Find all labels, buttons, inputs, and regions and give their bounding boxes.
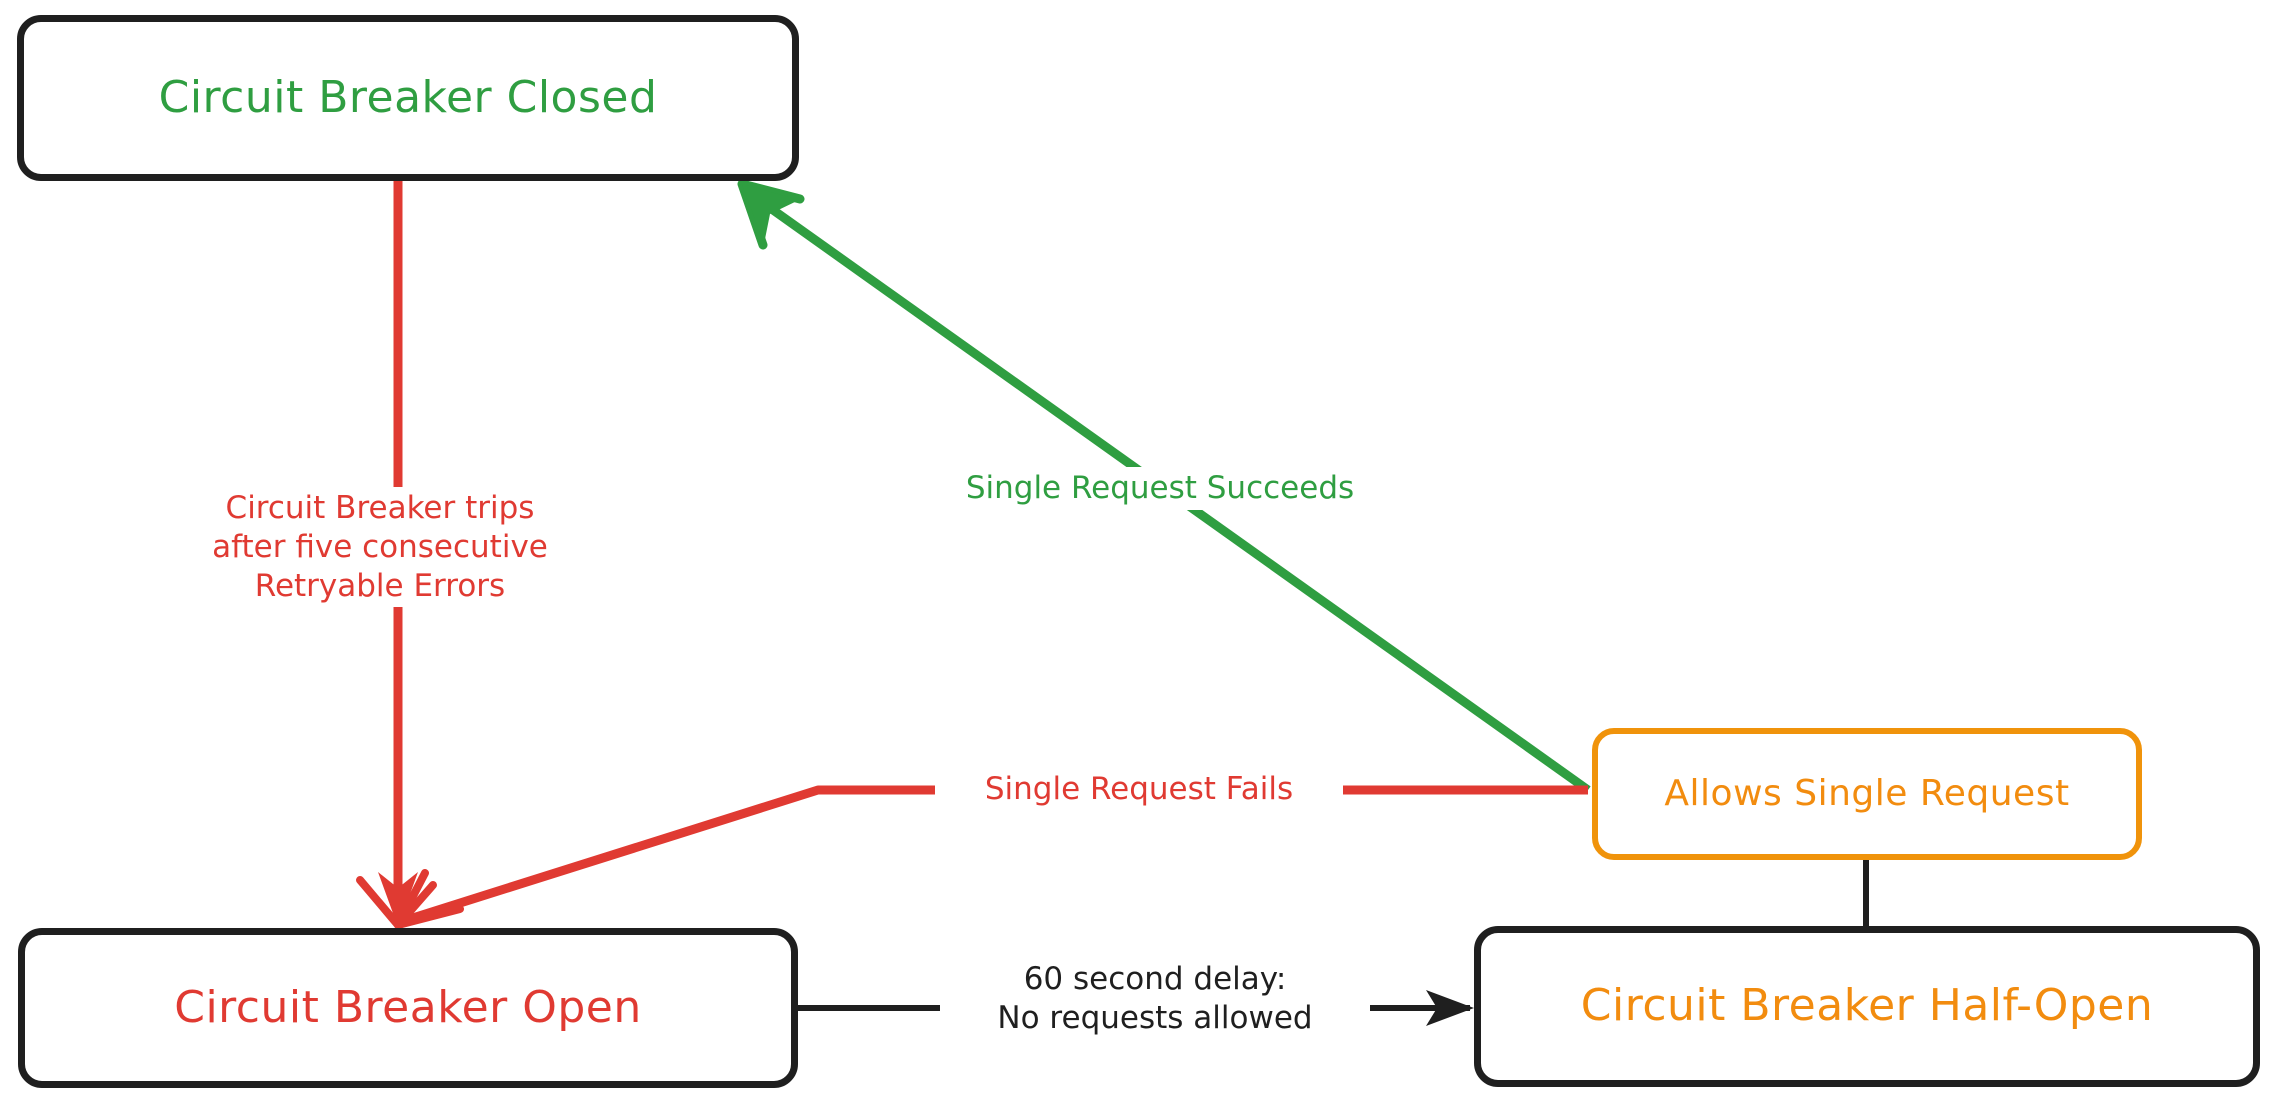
edge-label-single-request-fails: Single Request Fails <box>935 768 1343 811</box>
edge-label-sixty-second-delay: 60 second delay: No requests allowed <box>940 958 1370 1040</box>
node-circuit-breaker-open[interactable]: Circuit Breaker Open <box>18 928 798 1088</box>
node-label-circuit-breaker-open: Circuit Breaker Open <box>174 981 642 1033</box>
node-circuit-breaker-closed[interactable]: Circuit Breaker Closed <box>17 15 799 181</box>
node-label-circuit-breaker-closed: Circuit Breaker Closed <box>158 71 658 123</box>
edge-label-trips: Circuit Breaker trips after five consecu… <box>180 487 580 608</box>
node-circuit-breaker-half-open[interactable]: Circuit Breaker Half-Open <box>1474 926 2260 1087</box>
edge-label-single-request-succeeds: Single Request Succeeds <box>915 467 1405 510</box>
node-allows-single-request[interactable]: Allows Single Request <box>1592 728 2142 860</box>
node-label-circuit-breaker-half-open: Circuit Breaker Half-Open <box>1580 980 2154 1032</box>
node-label-allows-single-request: Allows Single Request <box>1664 773 2070 815</box>
